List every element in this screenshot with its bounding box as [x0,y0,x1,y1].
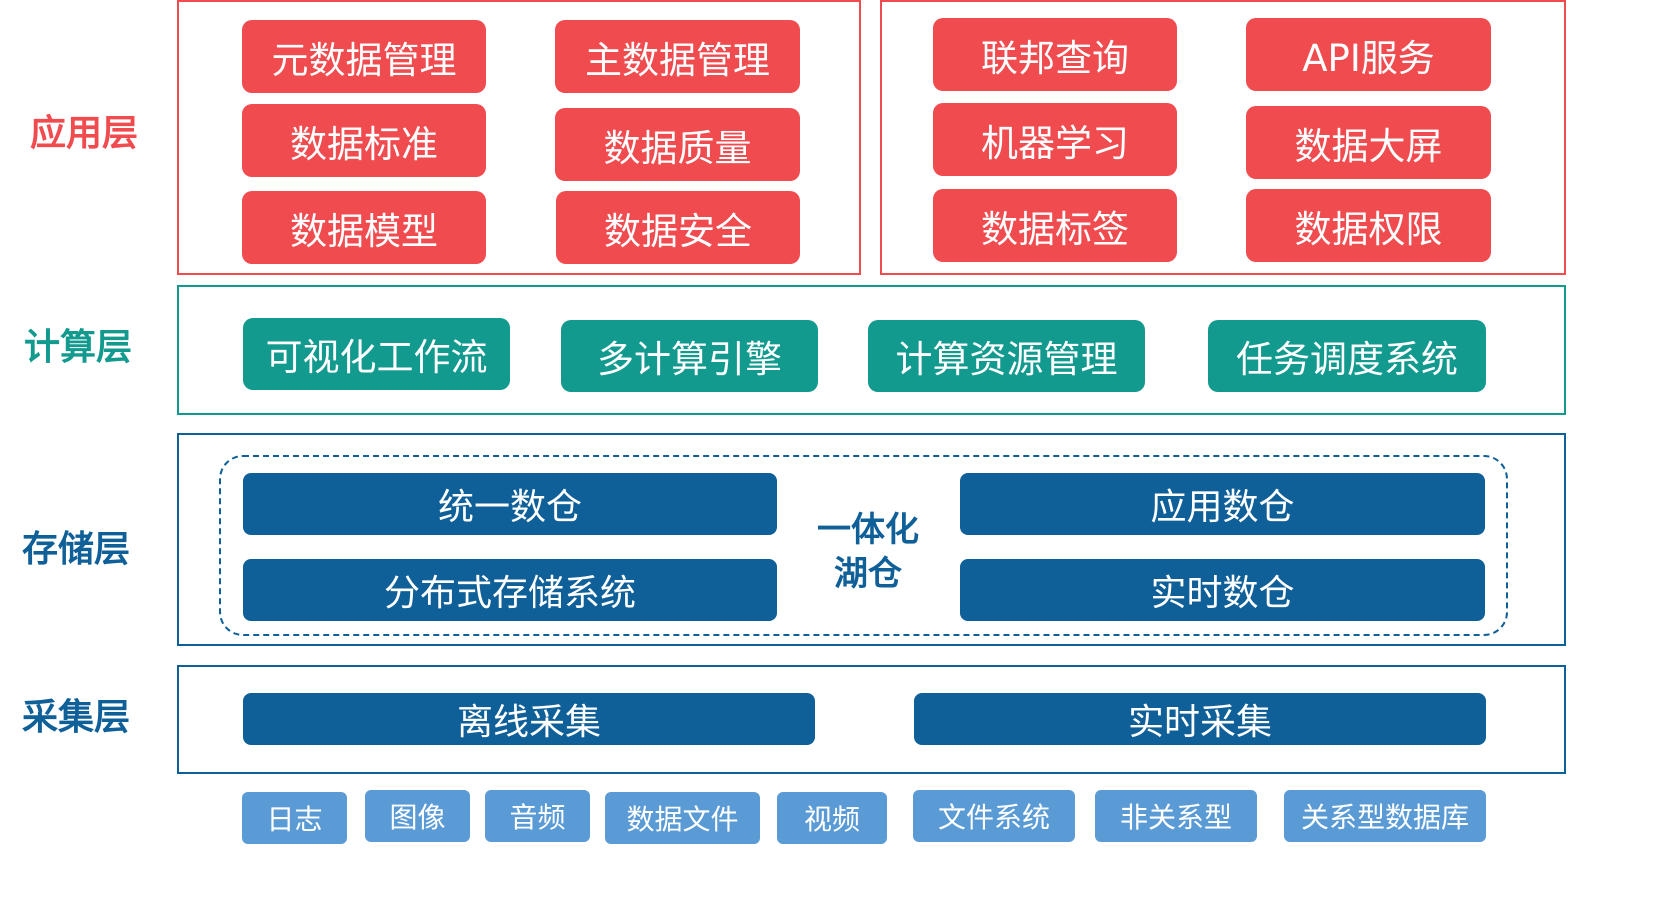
lakehouse-boundary [219,455,1508,636]
source-audio[interactable]: 音频 [485,790,590,842]
visual-workflow-box[interactable]: 可视化工作流 [243,318,510,390]
offline-collection-box[interactable]: 离线采集 [243,693,815,745]
source-data-files[interactable]: 数据文件 [605,792,760,844]
data-standards-box[interactable]: 数据标准 [242,104,486,177]
source-images[interactable]: 图像 [365,790,470,842]
data-security-box[interactable]: 数据安全 [556,191,800,264]
application-warehouse-box[interactable]: 应用数仓 [960,473,1485,535]
source-relational-db[interactable]: 关系型数据库 [1284,790,1486,842]
data-model-box[interactable]: 数据模型 [242,191,486,264]
source-nosql[interactable]: 非关系型 [1095,790,1257,842]
realtime-warehouse-box[interactable]: 实时数仓 [960,559,1485,621]
realtime-collection-box[interactable]: 实时采集 [914,693,1486,745]
machine-learning-box[interactable]: 机器学习 [933,103,1177,176]
lakehouse-label-line2: 湖仓 [834,554,902,594]
storage-layer-label: 存储层 [22,529,131,570]
distributed-storage-box[interactable]: 分布式存储系统 [243,559,777,621]
collection-layer-label: 采集层 [22,697,131,738]
compute-resource-management-box[interactable]: 计算资源管理 [868,320,1145,392]
lakehouse-label: 一体化 湖仓 [800,508,936,596]
unified-warehouse-box[interactable]: 统一数仓 [243,473,777,535]
api-service-box[interactable]: API服务 [1246,18,1491,91]
federated-query-box[interactable]: 联邦查询 [933,18,1177,91]
metadata-management-box[interactable]: 元数据管理 [242,20,486,93]
source-file-system[interactable]: 文件系统 [913,790,1075,842]
data-quality-box[interactable]: 数据质量 [555,108,800,181]
source-logs[interactable]: 日志 [242,792,347,844]
application-layer-label: 应用层 [30,113,139,154]
lakehouse-label-line1: 一体化 [817,510,919,550]
compute-layer-label: 计算层 [24,327,133,368]
data-dashboard-box[interactable]: 数据大屏 [1246,106,1491,179]
source-video[interactable]: 视频 [777,792,887,844]
multi-compute-engine-box[interactable]: 多计算引擎 [561,320,818,392]
data-permissions-box[interactable]: 数据权限 [1246,189,1491,262]
data-tags-box[interactable]: 数据标签 [933,189,1177,262]
task-scheduling-system-box[interactable]: 任务调度系统 [1208,320,1486,392]
master-data-management-box[interactable]: 主数据管理 [555,20,800,93]
